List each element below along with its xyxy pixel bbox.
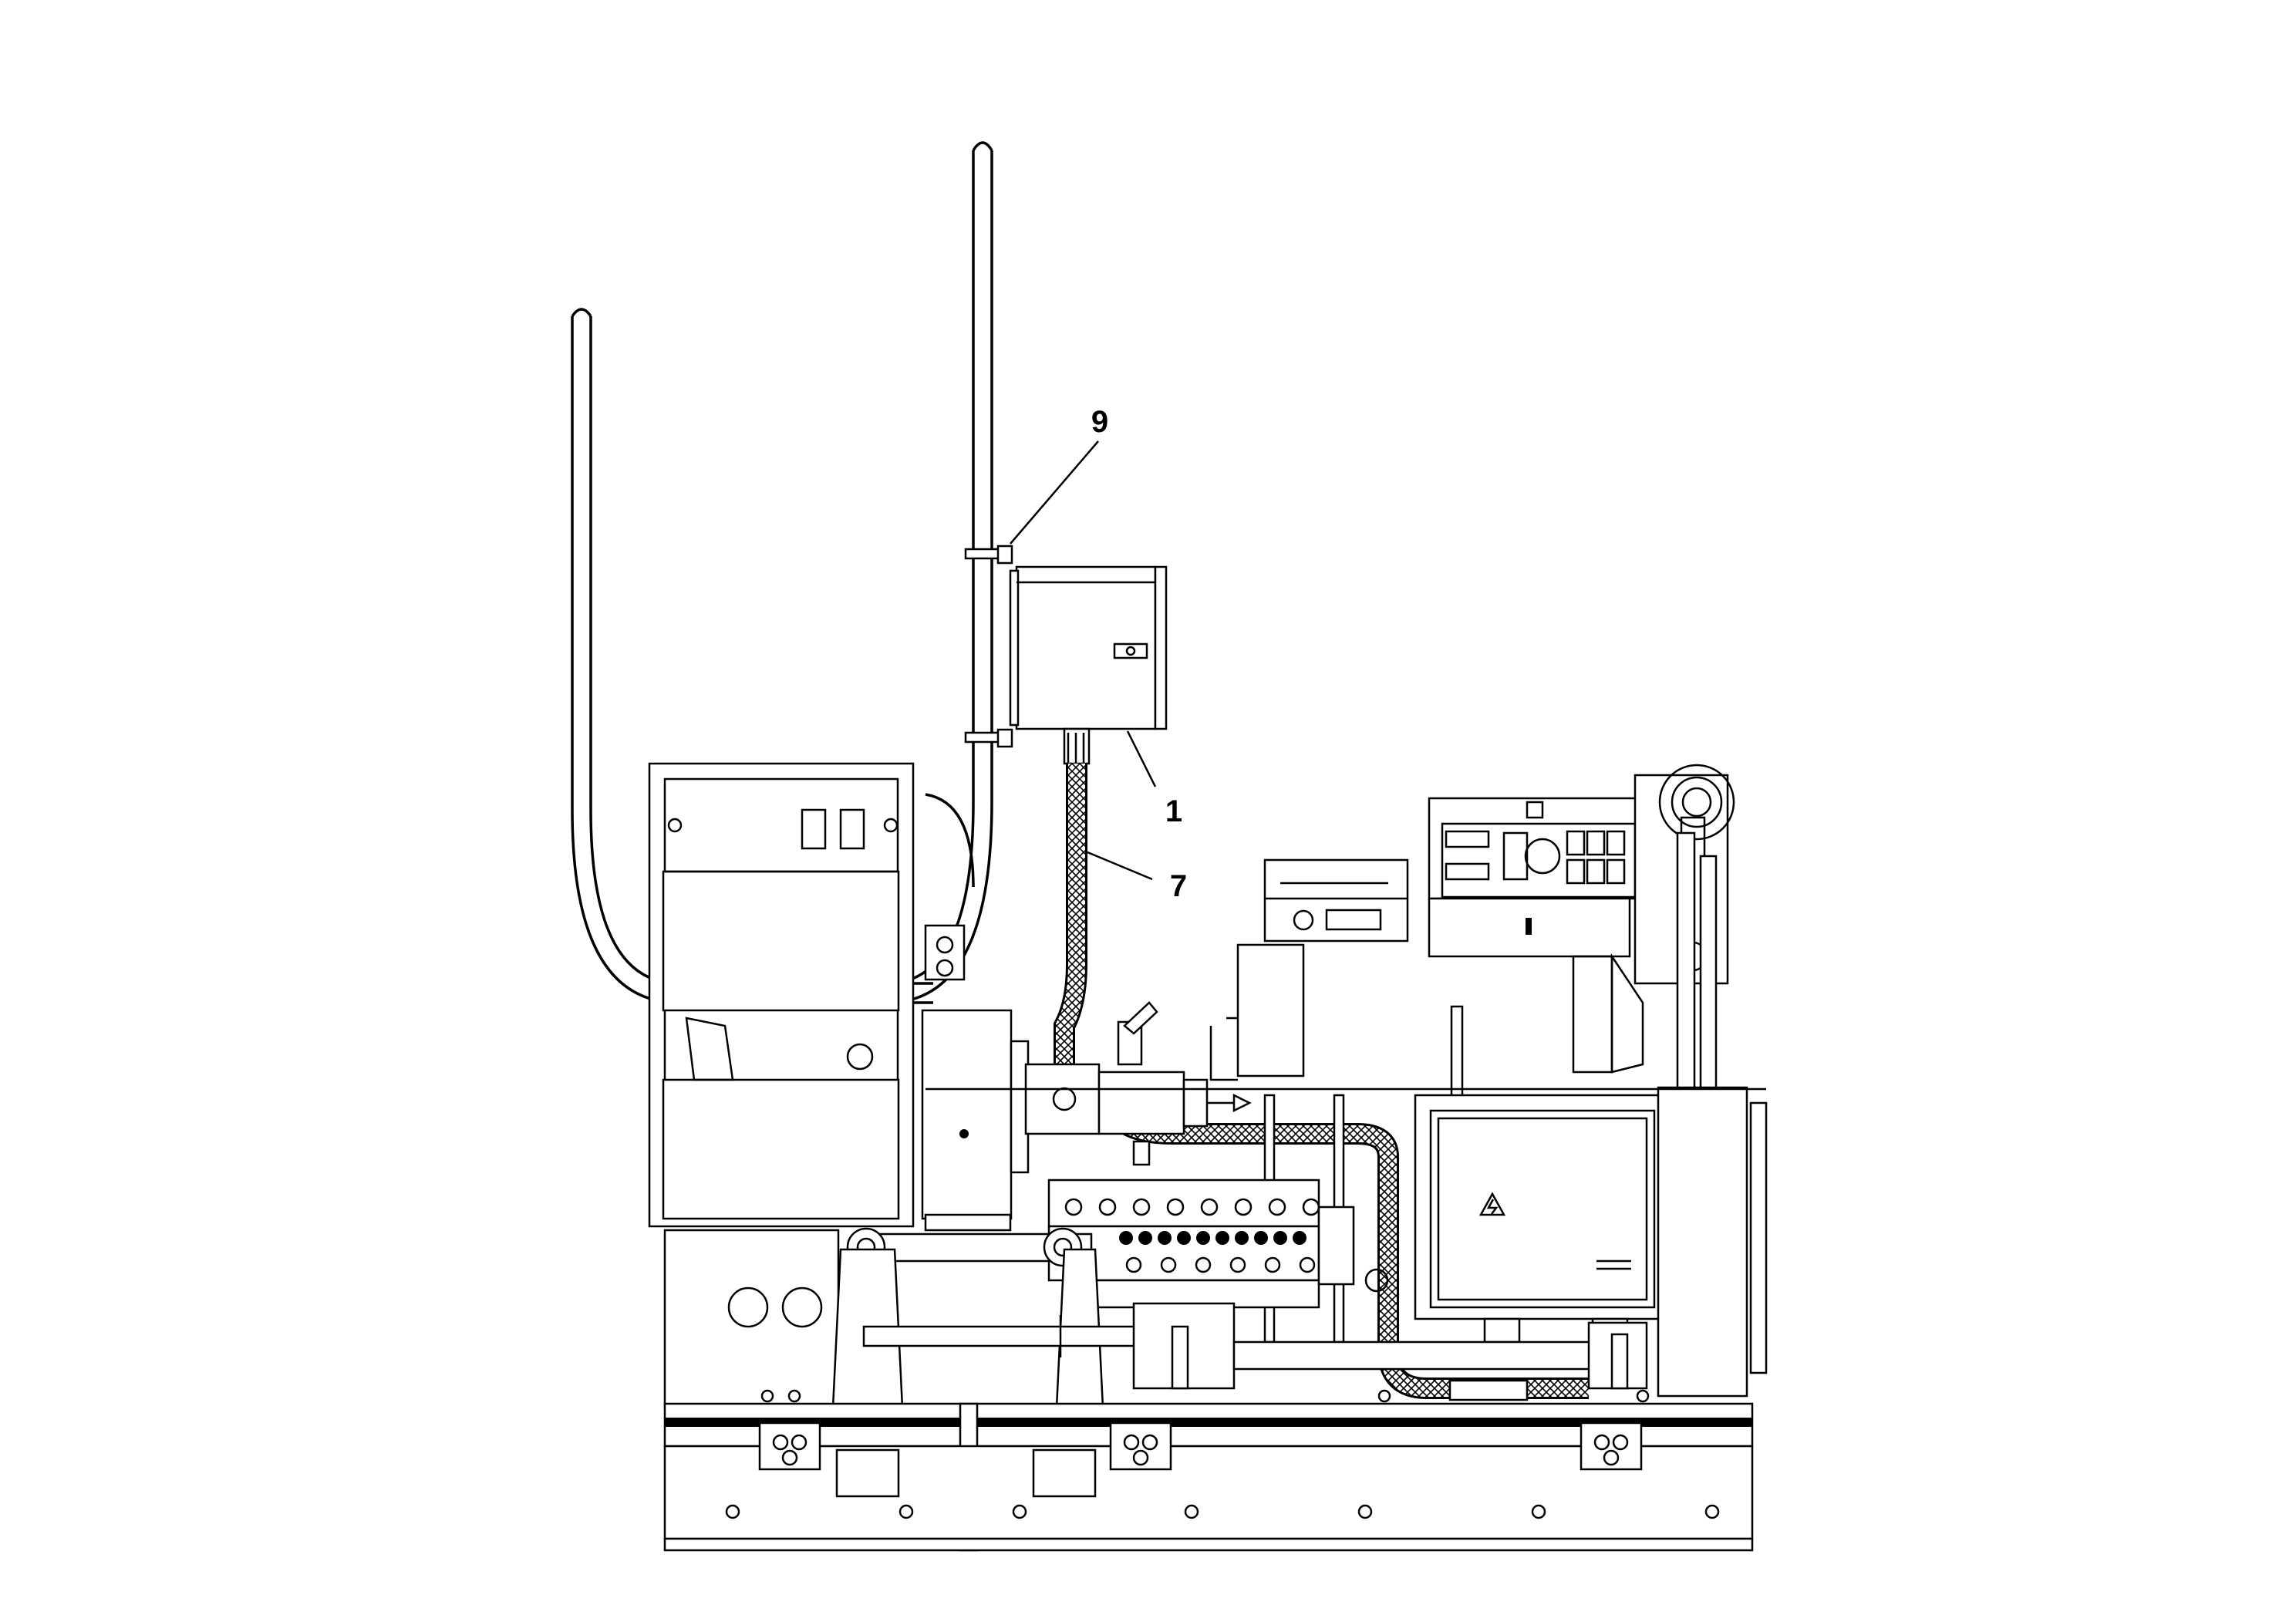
foot-mount-right [1580,1421,1643,1471]
svg-text:7: 7 [1170,869,1187,903]
right-frame [925,1086,1768,1398]
upper-control-panel [1263,858,1409,943]
svg-text:1: 1 [1165,794,1182,828]
main-control-panel [1428,797,1644,1074]
callout-9: 9 [1010,405,1108,545]
callout-7: 7 [1087,851,1187,903]
high-voltage-warning-icon [1478,1192,1506,1216]
callout-1: 1 [1126,730,1182,828]
base-bolts [725,1389,1720,1519]
pump-housing [921,1009,1030,1232]
distribution-box [1414,1094,1671,1344]
valve-assembly [1024,1001,1252,1166]
foot-mount-left [758,1421,821,1471]
lower-body [663,1229,1648,1409]
handle-clamps [964,545,1013,748]
foot-mount-center [1109,1421,1172,1471]
left-frame [648,762,966,1228]
svg-text:9: 9 [1091,405,1108,439]
control-box [1009,565,1168,765]
base-skid [663,1402,1754,1552]
